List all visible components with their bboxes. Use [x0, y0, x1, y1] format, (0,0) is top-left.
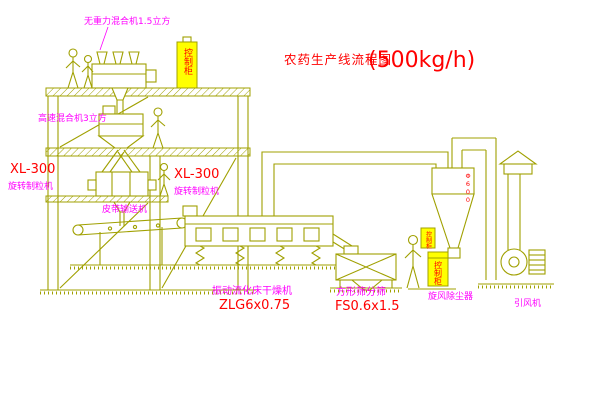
granulator-left-model: XL-300	[10, 162, 55, 177]
sieve-label: 方形筛分筛	[336, 285, 386, 298]
person-figure	[65, 48, 81, 89]
induced-draft-fan	[478, 248, 554, 289]
control-cabinet-large: 控制柜	[408, 251, 456, 290]
ground-line-building	[40, 289, 256, 295]
control-cabinet-small-label: 控制柜	[425, 230, 432, 250]
granulator-mid-label: 旋转制粒机	[174, 185, 219, 197]
dryer-label: 振动流化床干燥机	[212, 284, 292, 297]
high-speed-mixer	[97, 105, 145, 173]
person-figure	[157, 162, 171, 197]
cyclone-separator	[431, 137, 497, 280]
control-cabinet-small: 控制柜	[420, 227, 436, 250]
fan-label: 引风机	[514, 297, 541, 309]
page-title-capacity: (500kg/h)	[368, 48, 475, 73]
belt-conveyor	[72, 217, 188, 265]
person-figure	[404, 234, 422, 289]
cyclone-dimension: Φ600	[464, 172, 472, 204]
control-cabinet-large-label: 控制柜	[434, 260, 443, 286]
label-leader-line	[99, 26, 109, 51]
rotary-granulator	[87, 171, 157, 226]
person-figure	[81, 54, 94, 89]
ground-line-dryer	[70, 264, 342, 270]
granulator-left-label: 旋转制粒机	[8, 180, 53, 192]
sieve-model: FS0.6x1.5	[335, 299, 400, 314]
fluid-bed-dryer	[182, 205, 353, 266]
belt-conveyor-label: 皮带输送机	[102, 203, 147, 215]
high-speed-mixer-label: 高速混合机3立方	[38, 112, 107, 124]
square-sieve	[330, 245, 402, 293]
control-cabinet-top-label: 控制柜	[182, 47, 193, 76]
dryer-model: ZLG6x0.75	[219, 298, 290, 313]
page-title: 农药生产线流程图	[284, 52, 392, 67]
exhaust-stack	[498, 150, 538, 250]
control-cabinet-top: 控制柜	[176, 36, 198, 89]
gravity-mixer	[91, 51, 157, 114]
person-figure	[150, 107, 166, 149]
exhaust-duct	[261, 151, 449, 216]
cyclone-label: 旋风除尘器	[428, 290, 473, 302]
gravity-mixer-label: 无重力混合机1.5立方	[84, 15, 170, 27]
granulator-mid-model: XL-300	[174, 167, 219, 182]
